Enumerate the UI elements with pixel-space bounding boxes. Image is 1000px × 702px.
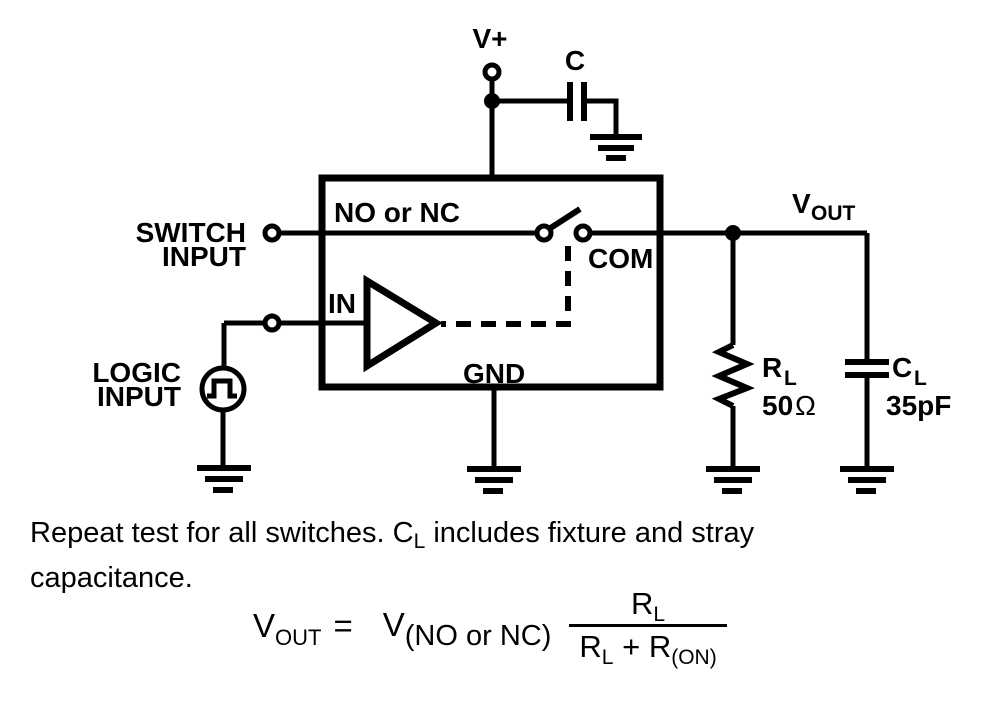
cl-value-label: 35pF bbox=[886, 390, 951, 421]
note-line1-sub: L bbox=[413, 529, 426, 553]
load-resistor-icon bbox=[711, 342, 755, 409]
fraction-denominator: RL + R(ON) bbox=[569, 629, 726, 668]
bypass-cap-wire-right bbox=[585, 98, 619, 137]
ground-icon-logic bbox=[197, 465, 251, 493]
fraction-bar bbox=[569, 624, 727, 627]
note-line1: Repeat test for all switches. CL include… bbox=[30, 512, 930, 557]
bypass-capacitor-icon bbox=[567, 82, 587, 121]
logic-input-terminal-icon bbox=[262, 313, 282, 333]
note-line1-pre: Repeat test for all switches. C bbox=[30, 517, 414, 549]
analog-switch-icon bbox=[534, 206, 593, 243]
numerator-r: R bbox=[631, 586, 654, 621]
denominator-plus: + bbox=[622, 629, 641, 664]
denominator-r2-sub: (ON) bbox=[671, 645, 717, 669]
rl-label: R bbox=[762, 352, 782, 383]
formula-equals: = bbox=[333, 606, 353, 644]
switch-input-label-line1: SWITCH bbox=[136, 217, 246, 248]
note-text: Repeat test for all switches. CL include… bbox=[30, 512, 930, 600]
ic-gnd-label: GND bbox=[463, 358, 525, 389]
formula-rhs-main: V bbox=[382, 606, 405, 643]
output-junction-dot bbox=[725, 225, 741, 241]
load-capacitor-icon bbox=[845, 359, 889, 378]
switch-input-label-line2: INPUT bbox=[162, 241, 246, 272]
logic-input-label-line1: LOGIC bbox=[92, 357, 181, 388]
rl-unit-label: Ω bbox=[795, 390, 816, 421]
numerator-r-sub: L bbox=[653, 602, 666, 626]
vplus-label: V+ bbox=[472, 23, 507, 54]
circuit-schematic: V+ C NO or NC COM IN GND SWITCH INPUT bbox=[92, 23, 951, 494]
formula-rhs: V(NO or NC) bbox=[382, 606, 552, 650]
pulse-generator-icon bbox=[199, 365, 247, 413]
formula-rhs-sub: (NO or NC) bbox=[404, 619, 552, 652]
denominator-r1: R bbox=[579, 629, 602, 664]
buffer-triangle-icon bbox=[363, 274, 443, 373]
logic-input-label-line2: INPUT bbox=[97, 381, 181, 412]
ic-box bbox=[318, 174, 664, 391]
denominator-r2: R bbox=[648, 629, 672, 664]
note-line1-post: includes fixture and stray bbox=[425, 517, 755, 549]
formula-lhs: VOUT bbox=[253, 606, 321, 649]
ground-icon-bypass bbox=[590, 134, 642, 161]
vout-sub-label: OUT bbox=[811, 202, 856, 225]
rl-sub-label: L bbox=[784, 367, 797, 390]
ic-in-label: IN bbox=[328, 288, 356, 319]
vout-formula: VOUT = V(NO or NC) RL RL + R(ON) bbox=[253, 586, 727, 668]
control-dashed-line bbox=[441, 246, 571, 327]
vout-label: V bbox=[792, 188, 811, 219]
fraction-numerator: RL bbox=[621, 586, 675, 625]
cl-label: C bbox=[892, 352, 912, 383]
formula-fraction: RL RL + R(ON) bbox=[569, 586, 727, 668]
cl-sub-label: L bbox=[914, 367, 927, 390]
denominator-r1-sub: L bbox=[601, 645, 614, 669]
ground-icon-ic bbox=[467, 466, 521, 494]
vplus-terminal-icon bbox=[482, 62, 502, 82]
ground-icon-rl bbox=[706, 466, 760, 494]
note-line2: capacitance. bbox=[30, 562, 193, 594]
ic-no-nc-label: NO or NC bbox=[334, 197, 460, 228]
formula-lhs-main: V bbox=[253, 606, 276, 644]
rl-value-label: 50 bbox=[762, 390, 793, 421]
switch-input-terminal-icon bbox=[262, 223, 282, 243]
ground-icon-cl bbox=[840, 466, 894, 494]
bypass-capacitor-label: C bbox=[565, 45, 585, 76]
formula-lhs-sub: OUT bbox=[275, 624, 322, 650]
ic-com-label: COM bbox=[588, 243, 653, 274]
